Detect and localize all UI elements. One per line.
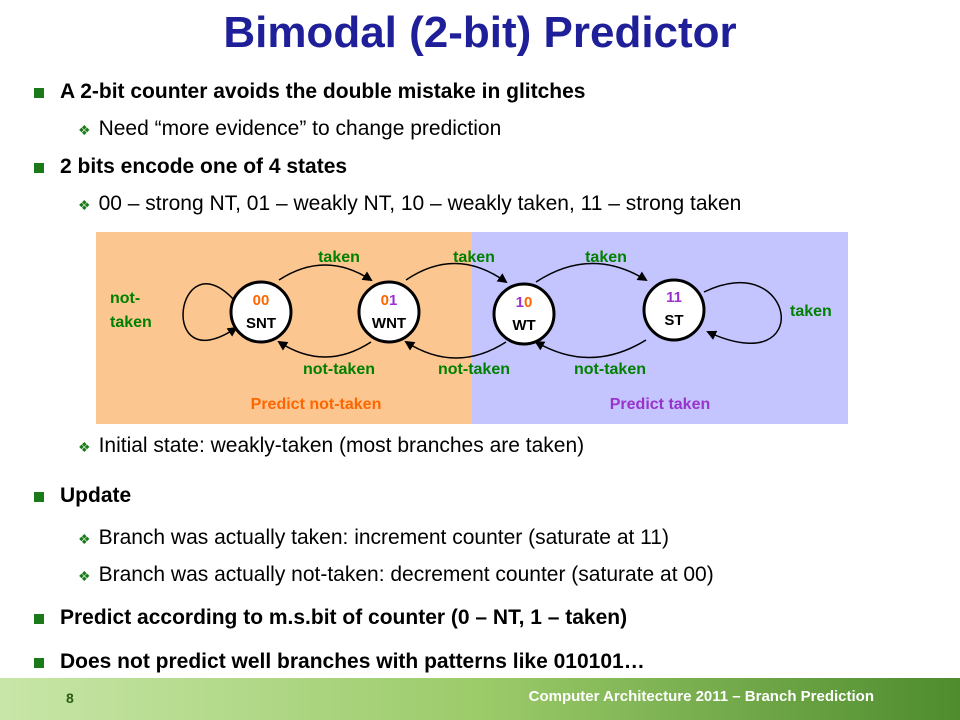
label-taken-1: taken — [318, 249, 360, 266]
sub-bullet-2-1: ❖ 00 – strong NT, 01 – weakly NT, 10 – w… — [78, 192, 741, 216]
state-snt-bit2: 0 — [261, 292, 269, 309]
page-number: 8 — [66, 690, 74, 706]
svg-text:00: 00 — [253, 292, 270, 309]
arrow-st-to-wt — [534, 339, 647, 359]
region-label-predict-not-taken: Predict not-taken — [251, 396, 382, 413]
bullet-1: A 2-bit counter avoids the double mistak… — [34, 80, 585, 104]
region-label-predict-taken: Predict taken — [610, 396, 710, 413]
sub-bullet-1-1: ❖ Need “more evidence” to change predict… — [78, 117, 501, 141]
slide-title: Bimodal (2-bit) Predictor — [223, 8, 737, 57]
bullet-5: Does not predict well branches with patt… — [34, 650, 645, 674]
bullet-3-text: Update — [60, 484, 132, 507]
bullet-2-text: 2 bits encode one of 4 states — [60, 155, 348, 178]
label-self-not-taken-line1: not- — [110, 290, 140, 307]
arrow-wnt-to-snt — [277, 340, 372, 358]
state-wt-bit1: 1 — [516, 294, 524, 311]
bullet-4: Predict according to m.s.bit of counter … — [34, 606, 627, 630]
diamond-bullet-icon: ❖ — [78, 530, 91, 547]
arrow-wt-to-st — [535, 262, 648, 283]
state-snt-bit1: 0 — [253, 292, 261, 309]
bullet-1-text: A 2-bit counter avoids the double mistak… — [60, 80, 586, 103]
square-bullet-icon — [34, 88, 44, 98]
bullet-5-text: Does not predict well branches with patt… — [60, 650, 645, 673]
state-wnt-bit2: 1 — [389, 292, 397, 309]
self-loop-st — [703, 281, 783, 345]
state-st-bit2: 1 — [674, 289, 682, 306]
diamond-bullet-icon: ❖ — [78, 121, 91, 138]
svg-text:10: 10 — [516, 294, 533, 311]
label-not-taken-1: not-taken — [303, 361, 375, 378]
state-diagram: 00 SNT 01 WNT 10 WT 11 ST taken taken ta… — [96, 232, 848, 424]
bullet-2: 2 bits encode one of 4 states — [34, 155, 347, 179]
state-snt: 00 SNT — [229, 280, 293, 344]
self-loop-snt — [182, 283, 238, 342]
label-taken-3: taken — [585, 249, 627, 266]
state-wt: 10 WT — [492, 282, 556, 346]
diamond-bullet-icon: ❖ — [78, 196, 91, 213]
state-wnt-name: WNT — [372, 315, 406, 332]
sub-bullet-2-1-text: 00 – strong NT, 01 – weakly NT, 10 – wea… — [98, 192, 742, 215]
diamond-bullet-icon: ❖ — [78, 438, 91, 455]
sub-bullet-3-1-text: Branch was actually taken: increment cou… — [98, 526, 669, 549]
label-not-taken-3: not-taken — [574, 361, 646, 378]
square-bullet-icon — [34, 614, 44, 624]
footer-bar: 8 Computer Architecture 2011 – Branch Pr… — [0, 678, 960, 720]
sub-bullet-3-1: ❖ Branch was actually taken: increment c… — [78, 526, 669, 550]
svg-text:11: 11 — [666, 289, 682, 306]
label-taken-2: taken — [453, 249, 495, 266]
arrow-snt-to-wnt — [278, 264, 373, 282]
arrow-wt-to-wnt — [404, 340, 507, 359]
state-st-name: ST — [664, 312, 683, 329]
state-wt-name: WT — [512, 317, 535, 334]
sub-bullet-1-1-text: Need “more evidence” to change predictio… — [98, 117, 502, 140]
svg-text:01: 01 — [381, 292, 398, 309]
footer-title: Computer Architecture 2011 – Branch Pred… — [528, 688, 874, 705]
label-not-taken-2: not-taken — [438, 361, 510, 378]
sub-bullet-2-2-text: Initial state: weakly-taken (most branch… — [98, 434, 585, 457]
diamond-bullet-icon: ❖ — [78, 567, 91, 584]
square-bullet-icon — [34, 492, 44, 502]
label-self-not-taken-line2: taken — [110, 314, 152, 331]
state-wnt-bit1: 0 — [381, 292, 389, 309]
square-bullet-icon — [34, 163, 44, 173]
state-st: 11 ST — [642, 278, 706, 342]
state-wnt: 01 WNT — [357, 280, 421, 344]
state-wt-bit2: 0 — [524, 294, 532, 311]
sub-bullet-3-2: ❖ Branch was actually not-taken: decreme… — [78, 563, 714, 587]
bullet-4-text: Predict according to m.s.bit of counter … — [60, 606, 628, 629]
sub-bullet-3-2-text: Branch was actually not-taken: decrement… — [98, 563, 714, 586]
sub-bullet-2-2: ❖ Initial state: weakly-taken (most bran… — [78, 434, 584, 458]
square-bullet-icon — [34, 658, 44, 668]
state-st-bit1: 1 — [666, 289, 674, 306]
label-self-taken: taken — [790, 303, 832, 320]
bullet-3: Update — [34, 484, 131, 508]
arrow-wnt-to-wt — [405, 262, 508, 284]
state-snt-name: SNT — [246, 315, 276, 332]
